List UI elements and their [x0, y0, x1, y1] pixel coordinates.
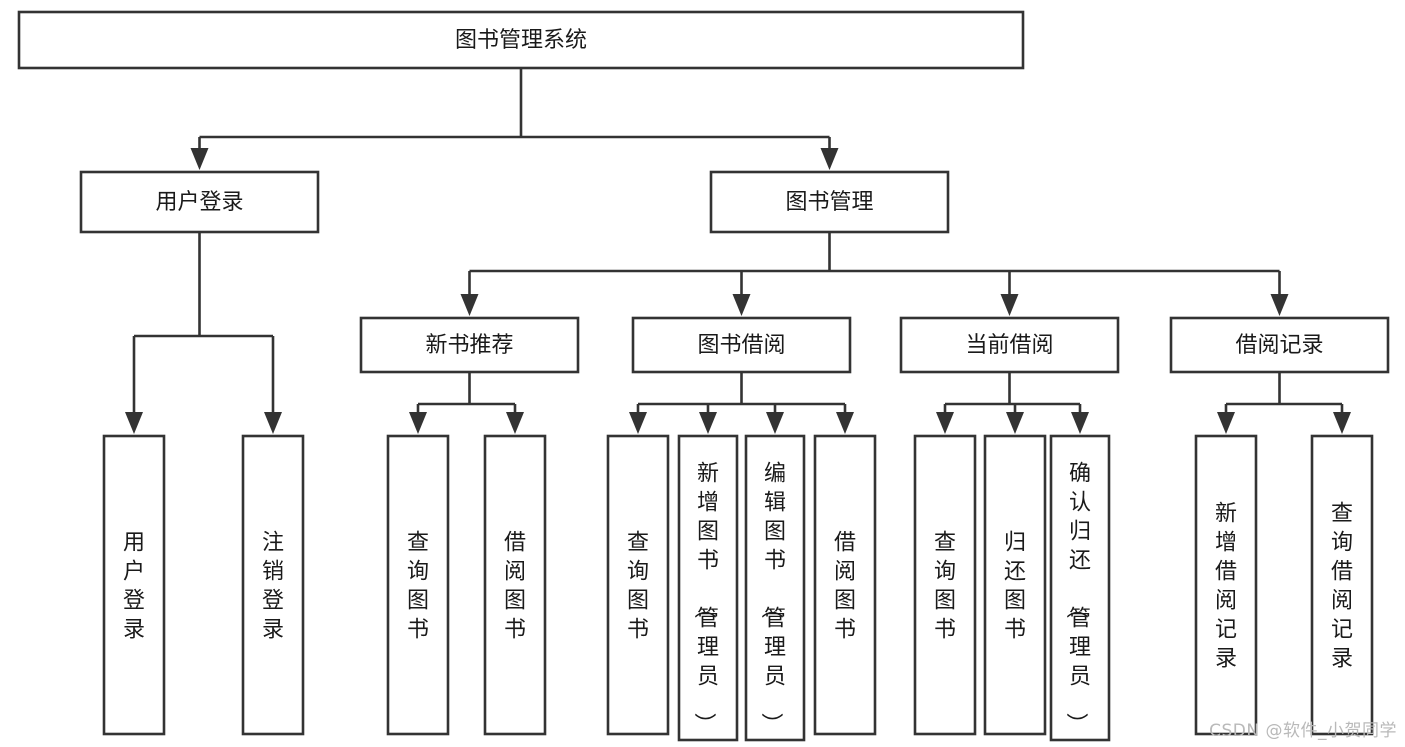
node-label: 用户登录	[123, 531, 145, 643]
node-current-borrow[interactable]: 当前借阅	[899, 316, 1120, 374]
arrow-head-icon	[1333, 412, 1351, 434]
connector-group	[460, 232, 1289, 316]
node-box[interactable]	[913, 434, 977, 736]
node-label: 新书推荐	[425, 333, 513, 358]
node-leaf-confirm-return[interactable]: 确认归还（管理员）	[1049, 434, 1111, 742]
node-box[interactable]	[813, 434, 877, 736]
node-leaf-query-record[interactable]: 查询借阅记录	[1310, 434, 1374, 736]
node-box[interactable]	[631, 316, 852, 374]
connector-group	[936, 372, 1089, 434]
node-label: 注销登录	[262, 531, 284, 643]
arrow-head-icon	[190, 148, 209, 170]
node-label: 图书管理	[785, 190, 873, 215]
node-box[interactable]	[744, 434, 806, 742]
node-new-book-rec[interactable]: 新书推荐	[359, 316, 580, 374]
node-box[interactable]	[709, 170, 950, 234]
node-label: 新增图书（管理员）	[691, 462, 719, 735]
arrow-head-icon	[936, 412, 954, 434]
arrow-head-icon	[264, 412, 282, 434]
node-box[interactable]	[79, 170, 320, 234]
arrow-head-icon	[1217, 412, 1235, 434]
arrow-head-icon	[1270, 294, 1289, 316]
node-label: 查询借阅记录	[1331, 502, 1353, 672]
node-book-manage[interactable]: 图书管理	[709, 170, 950, 234]
node-box[interactable]	[241, 434, 305, 736]
node-leaf-borrow-book-1[interactable]: 借阅图书	[483, 434, 547, 736]
node-label: 图书借阅	[697, 333, 785, 358]
node-leaf-logout[interactable]: 注销登录	[241, 434, 305, 736]
node-label: 新增借阅记录	[1215, 502, 1237, 672]
arrow-head-icon	[460, 294, 479, 316]
node-borrow-record[interactable]: 借阅记录	[1169, 316, 1390, 374]
node-label: 查询图书	[627, 531, 649, 643]
node-box[interactable]	[17, 10, 1025, 70]
arrow-head-icon	[125, 412, 143, 434]
node-user-login[interactable]: 用户登录	[79, 170, 320, 234]
connector-group	[409, 372, 524, 434]
node-box[interactable]	[386, 434, 450, 736]
node-box[interactable]	[1169, 316, 1390, 374]
connector-group	[1217, 372, 1351, 434]
node-label: 查询图书	[407, 531, 429, 643]
node-book-borrow[interactable]: 图书借阅	[631, 316, 852, 374]
node-leaf-add-book[interactable]: 新增图书（管理员）	[677, 434, 739, 742]
arrow-head-icon	[766, 412, 784, 434]
edges-layer	[125, 68, 1351, 434]
arrow-head-icon	[1006, 412, 1024, 434]
node-box[interactable]	[983, 434, 1047, 736]
node-leaf-return-book[interactable]: 归还图书	[983, 434, 1047, 736]
connector-group	[125, 232, 282, 434]
node-box[interactable]	[606, 434, 670, 736]
node-label: 借阅图书	[504, 531, 526, 643]
arrow-head-icon	[699, 412, 717, 434]
node-leaf-query-book-2[interactable]: 查询图书	[606, 434, 670, 736]
node-leaf-user-login[interactable]: 用户登录	[102, 434, 166, 736]
arrow-head-icon	[629, 412, 647, 434]
connector-group	[629, 372, 854, 434]
node-box[interactable]	[899, 316, 1120, 374]
node-label: 编辑图书（管理员）	[758, 462, 786, 735]
arrow-head-icon	[836, 412, 854, 434]
node-box[interactable]	[1049, 434, 1111, 742]
node-box[interactable]	[359, 316, 580, 374]
node-label: 确认归还（管理员）	[1063, 462, 1091, 735]
node-leaf-query-book-3[interactable]: 查询图书	[913, 434, 977, 736]
node-label: 查询图书	[934, 531, 956, 643]
node-label: 当前借阅	[965, 333, 1053, 358]
node-label: 借阅图书	[834, 531, 856, 643]
node-box[interactable]	[677, 434, 739, 742]
node-leaf-borrow-book-2[interactable]: 借阅图书	[813, 434, 877, 736]
node-box[interactable]	[102, 434, 166, 736]
arrow-head-icon	[1071, 412, 1089, 434]
node-box[interactable]	[1194, 434, 1258, 736]
node-label: 归还图书	[1004, 531, 1026, 643]
node-leaf-add-record[interactable]: 新增借阅记录	[1194, 434, 1258, 736]
arrow-head-icon	[732, 294, 751, 316]
node-box[interactable]	[1310, 434, 1374, 736]
arrow-head-icon	[820, 148, 839, 170]
node-label: 借阅记录	[1235, 333, 1323, 358]
arrow-head-icon	[506, 412, 524, 434]
node-root[interactable]: 图书管理系统	[17, 10, 1025, 70]
node-label: 图书管理系统	[455, 28, 587, 53]
node-leaf-edit-book[interactable]: 编辑图书（管理员）	[744, 434, 806, 742]
arrow-head-icon	[409, 412, 427, 434]
arrow-head-icon	[1000, 294, 1019, 316]
node-leaf-query-book-1[interactable]: 查询图书	[386, 434, 450, 736]
node-box[interactable]	[483, 434, 547, 736]
connector-group	[190, 68, 839, 170]
nodes-layer: 图书管理系统用户登录图书管理新书推荐图书借阅当前借阅借阅记录用户登录注销登录查询…	[17, 10, 1390, 742]
node-label: 用户登录	[155, 190, 243, 215]
